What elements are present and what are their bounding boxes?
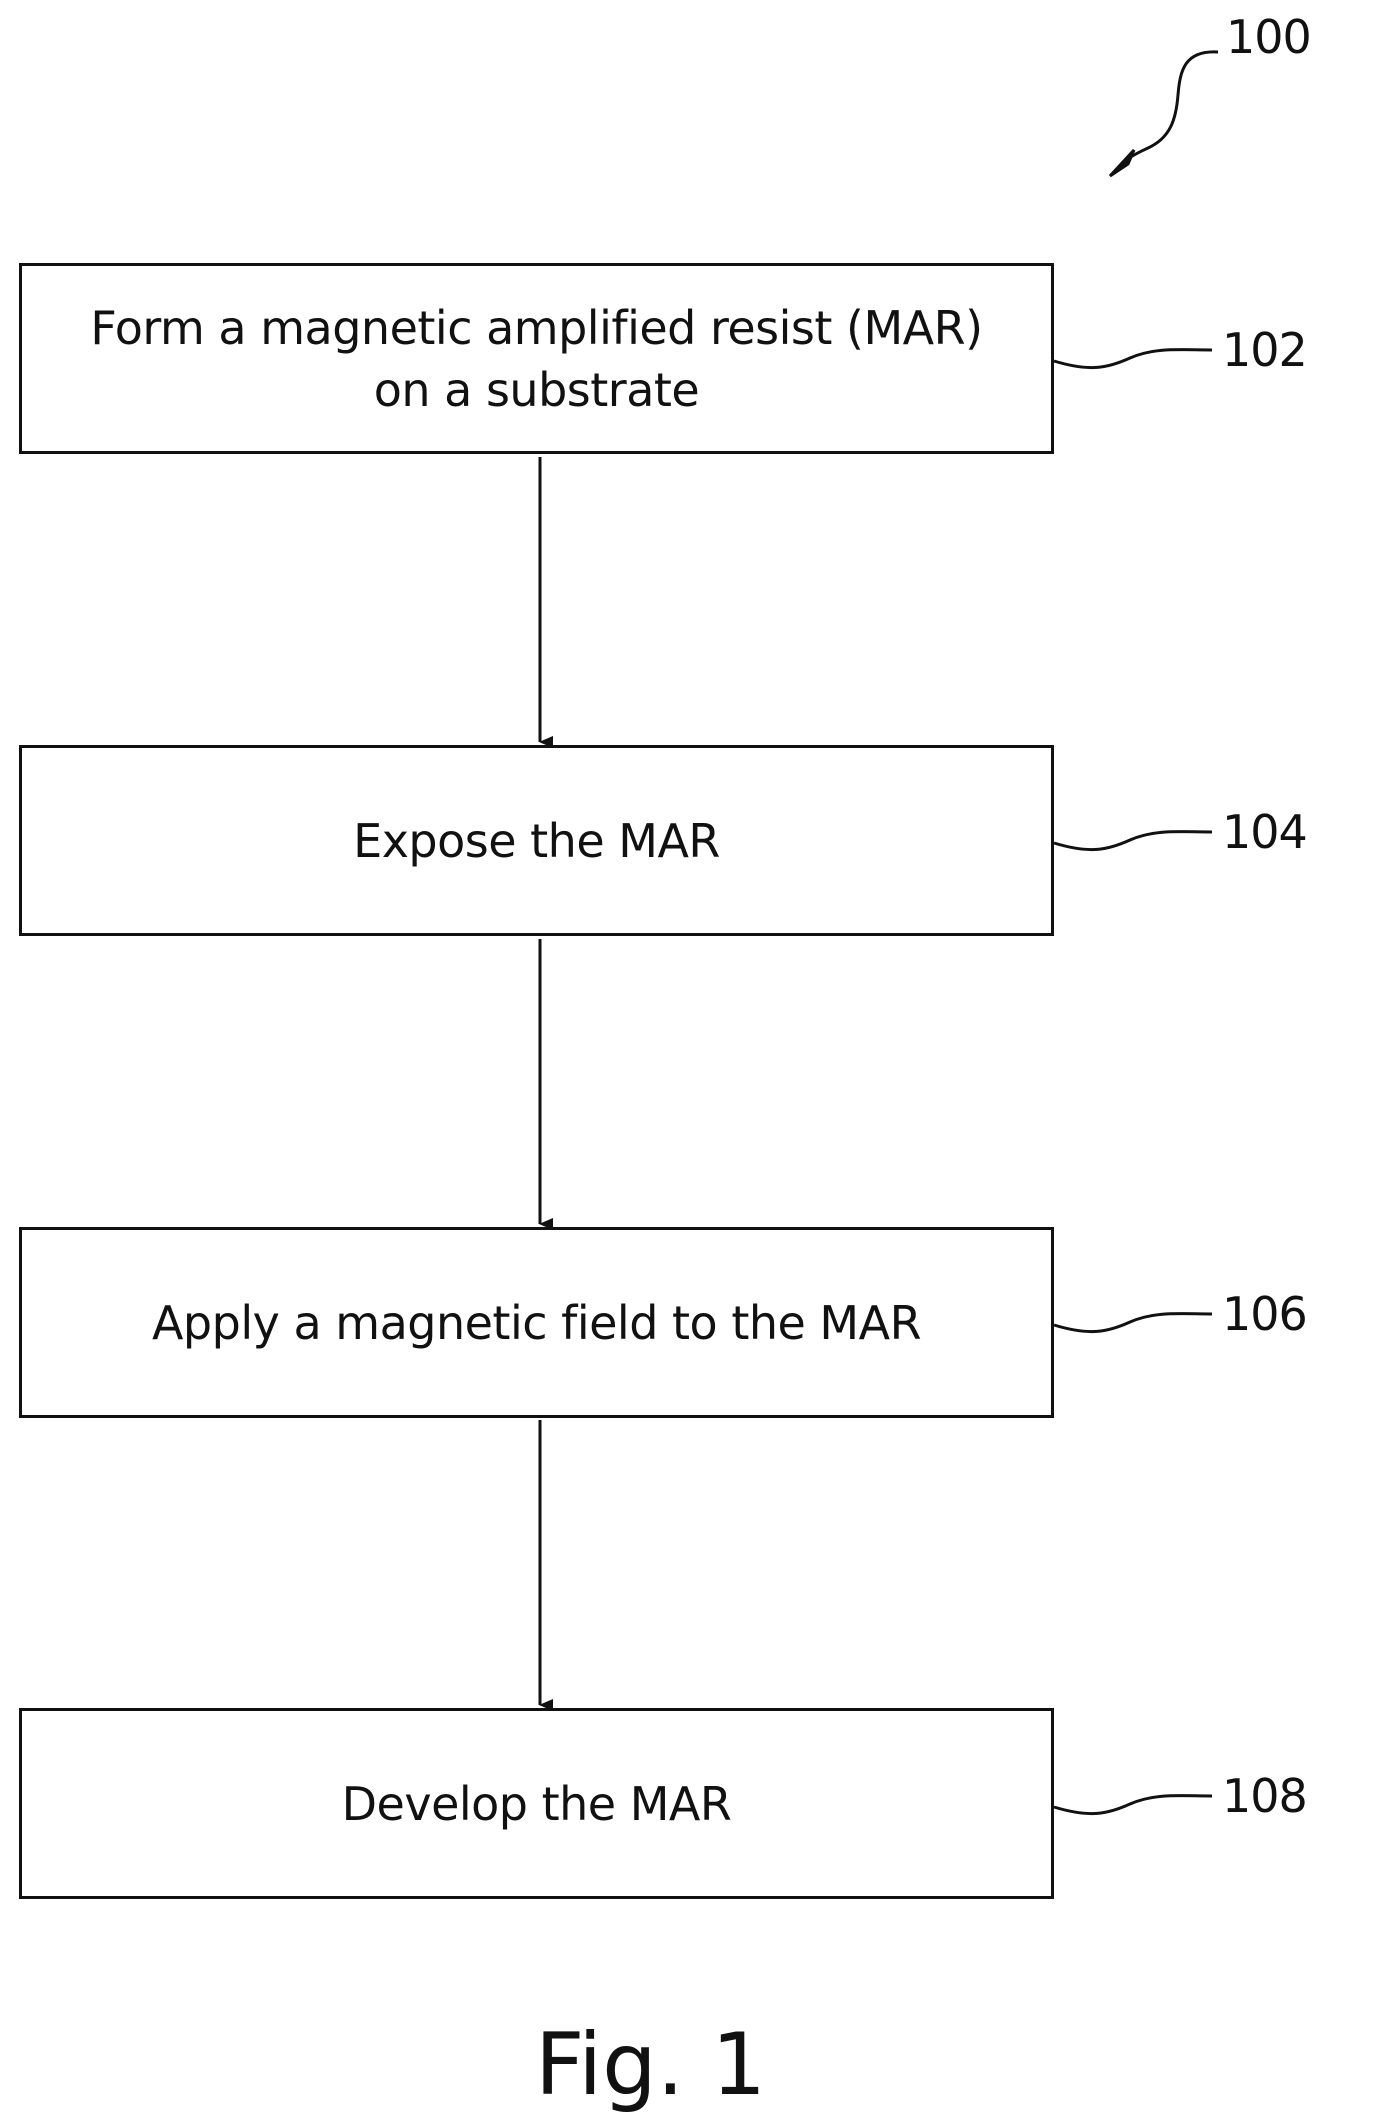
figure-reference-number: 100 <box>1226 12 1311 62</box>
step-text-expose-mar: Expose the MAR <box>353 810 720 872</box>
step-text-develop-mar: Develop the MAR <box>342 1773 732 1835</box>
step-text-apply-field: Apply a magnetic field to the MAR <box>152 1292 921 1354</box>
figure-reference-arrowhead <box>1110 150 1134 176</box>
leader-line-108 <box>1054 1796 1212 1814</box>
step-ref-102: 102 <box>1222 325 1307 375</box>
figure-caption: Fig. 1 <box>535 2020 835 2110</box>
step-text-form-mar: Form a magnetic amplified resist (MAR) o… <box>90 297 982 421</box>
step-box-form-mar: Form a magnetic amplified resist (MAR) o… <box>19 263 1054 454</box>
step-box-apply-field: Apply a magnetic field to the MAR <box>19 1227 1054 1418</box>
leader-line-104 <box>1054 832 1212 850</box>
step-ref-104: 104 <box>1222 807 1307 857</box>
step-box-develop-mar: Develop the MAR <box>19 1708 1054 1899</box>
step-ref-108: 108 <box>1222 1771 1307 1821</box>
leader-line-102 <box>1054 350 1212 368</box>
leader-line-106 <box>1054 1314 1212 1332</box>
step-box-expose-mar: Expose the MAR <box>19 745 1054 936</box>
step-ref-106: 106 <box>1222 1289 1307 1339</box>
